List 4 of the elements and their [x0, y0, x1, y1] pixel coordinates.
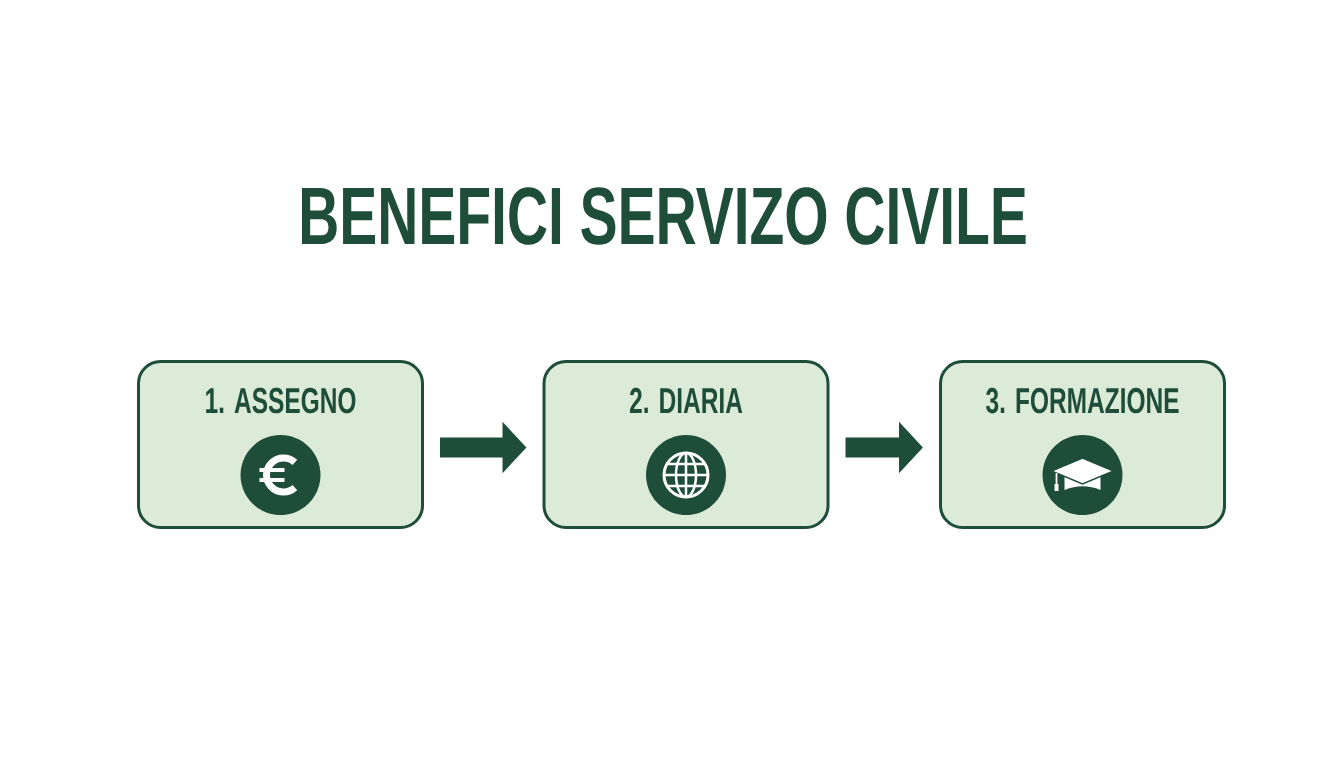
process-box: 1. ASSEGNO: [137, 360, 424, 529]
process-box: 2. DIARIA: [542, 360, 830, 529]
process-box: 3. FORMAZIONE: [939, 360, 1226, 529]
title: BENEFICI SERVIZO CIVILE: [301, 187, 1026, 245]
